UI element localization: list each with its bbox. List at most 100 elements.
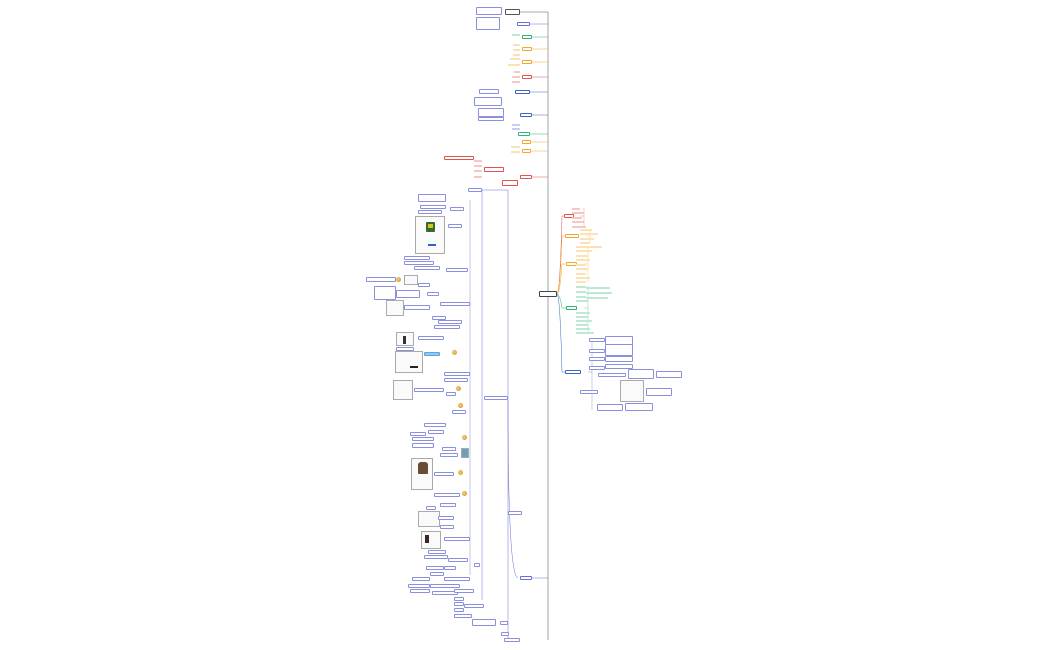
note-node[interactable]	[484, 167, 504, 172]
branch-node[interactable]	[522, 149, 531, 153]
note-node[interactable]	[501, 632, 509, 636]
image-thumbnail[interactable]	[418, 511, 440, 527]
branch-node[interactable]	[522, 140, 531, 144]
note-node[interactable]	[427, 292, 439, 296]
leaf-item[interactable]	[512, 128, 520, 130]
note-node[interactable]	[597, 404, 623, 411]
leaf-item[interactable]	[576, 300, 588, 302]
note-node[interactable]	[448, 558, 468, 562]
note-node[interactable]	[474, 97, 502, 106]
note-node[interactable]	[412, 577, 430, 581]
note-node[interactable]	[468, 188, 482, 192]
note-node[interactable]	[502, 180, 518, 186]
leaf-item[interactable]	[580, 233, 598, 235]
note-node[interactable]	[434, 325, 460, 329]
note-node[interactable]	[454, 614, 472, 618]
leaf-item[interactable]	[576, 255, 588, 257]
note-node[interactable]	[474, 563, 480, 567]
leaf-item[interactable]	[572, 212, 584, 214]
note-node[interactable]	[432, 316, 446, 320]
leaf-item[interactable]	[580, 242, 590, 244]
note-node[interactable]	[450, 207, 464, 211]
note-node[interactable]	[430, 584, 460, 588]
leaf-item[interactable]	[576, 328, 590, 330]
note-node[interactable]	[430, 572, 444, 576]
note-node[interactable]	[396, 290, 420, 298]
note-node[interactable]	[454, 589, 474, 593]
image-thumbnail[interactable]	[415, 216, 445, 254]
note-node[interactable]	[444, 156, 474, 160]
leaf-item[interactable]	[572, 221, 584, 223]
image-thumbnail[interactable]	[421, 531, 441, 549]
note-node[interactable]	[598, 373, 626, 377]
leaf-item[interactable]	[576, 286, 586, 288]
leaf-item[interactable]	[576, 296, 586, 298]
branch-node[interactable]	[565, 370, 581, 374]
leaf-item[interactable]	[580, 238, 594, 240]
branch-node[interactable]	[520, 175, 532, 179]
note-node[interactable]	[444, 372, 470, 376]
branch-node[interactable]	[518, 132, 530, 136]
note-node[interactable]	[420, 205, 446, 209]
note-node[interactable]	[374, 286, 396, 300]
note-node[interactable]	[444, 537, 470, 541]
note-node[interactable]	[479, 89, 499, 94]
leaf-item[interactable]	[512, 76, 520, 78]
leaf-item[interactable]	[474, 160, 482, 162]
image-thumbnail[interactable]	[395, 351, 423, 373]
leaf-item[interactable]	[513, 54, 520, 56]
note-node[interactable]	[404, 305, 430, 310]
leaf-item[interactable]	[474, 170, 482, 172]
branch-node[interactable]	[520, 113, 532, 117]
note-node[interactable]	[404, 261, 434, 265]
note-node[interactable]	[484, 396, 508, 400]
note-node[interactable]	[589, 349, 605, 353]
branch-node[interactable]	[565, 234, 579, 238]
leaf-item[interactable]	[510, 58, 520, 60]
branch-node[interactable]	[522, 60, 532, 64]
note-node[interactable]	[440, 525, 454, 529]
leaf-item[interactable]	[513, 49, 520, 51]
branch-node[interactable]	[515, 90, 530, 94]
note-node[interactable]	[500, 621, 508, 625]
note-node[interactable]	[442, 447, 456, 451]
note-node[interactable]	[438, 320, 462, 324]
note-node[interactable]	[476, 17, 500, 30]
image-thumbnail[interactable]	[411, 458, 433, 490]
image-thumbnail[interactable]	[386, 300, 404, 316]
branch-node[interactable]	[522, 35, 532, 39]
note-node[interactable]	[580, 390, 598, 394]
leaf-item[interactable]	[576, 320, 592, 322]
leaf-item[interactable]	[474, 176, 482, 178]
leaf-item[interactable]	[586, 292, 612, 294]
leaf-item[interactable]	[512, 81, 520, 83]
leaf-item[interactable]	[576, 250, 592, 252]
branch-node[interactable]	[505, 9, 520, 15]
leaf-item[interactable]	[572, 226, 586, 228]
note-node[interactable]	[396, 347, 414, 351]
note-node[interactable]	[464, 604, 484, 608]
note-node[interactable]	[478, 108, 504, 117]
note-node[interactable]	[452, 410, 466, 414]
note-node[interactable]	[412, 443, 434, 448]
branch-node[interactable]	[522, 75, 532, 79]
leaf-item[interactable]	[576, 277, 590, 279]
note-node[interactable]	[440, 302, 470, 306]
leaf-item[interactable]	[576, 259, 590, 261]
note-node[interactable]	[656, 371, 682, 378]
note-node[interactable]	[410, 589, 430, 593]
note-node[interactable]	[454, 597, 464, 601]
leaf-item[interactable]	[572, 208, 580, 210]
note-node[interactable]	[408, 584, 430, 588]
leaf-item[interactable]	[586, 287, 610, 289]
image-thumbnail[interactable]	[404, 275, 418, 285]
leaf-item[interactable]	[576, 268, 588, 270]
note-node[interactable]	[412, 437, 434, 441]
note-node[interactable]	[426, 506, 436, 510]
note-node[interactable]	[589, 366, 605, 370]
note-node[interactable]	[444, 378, 468, 382]
leaf-item[interactable]	[576, 246, 602, 248]
note-node[interactable]	[418, 210, 442, 214]
leaf-item[interactable]	[511, 146, 520, 148]
leaf-item[interactable]	[512, 124, 520, 126]
